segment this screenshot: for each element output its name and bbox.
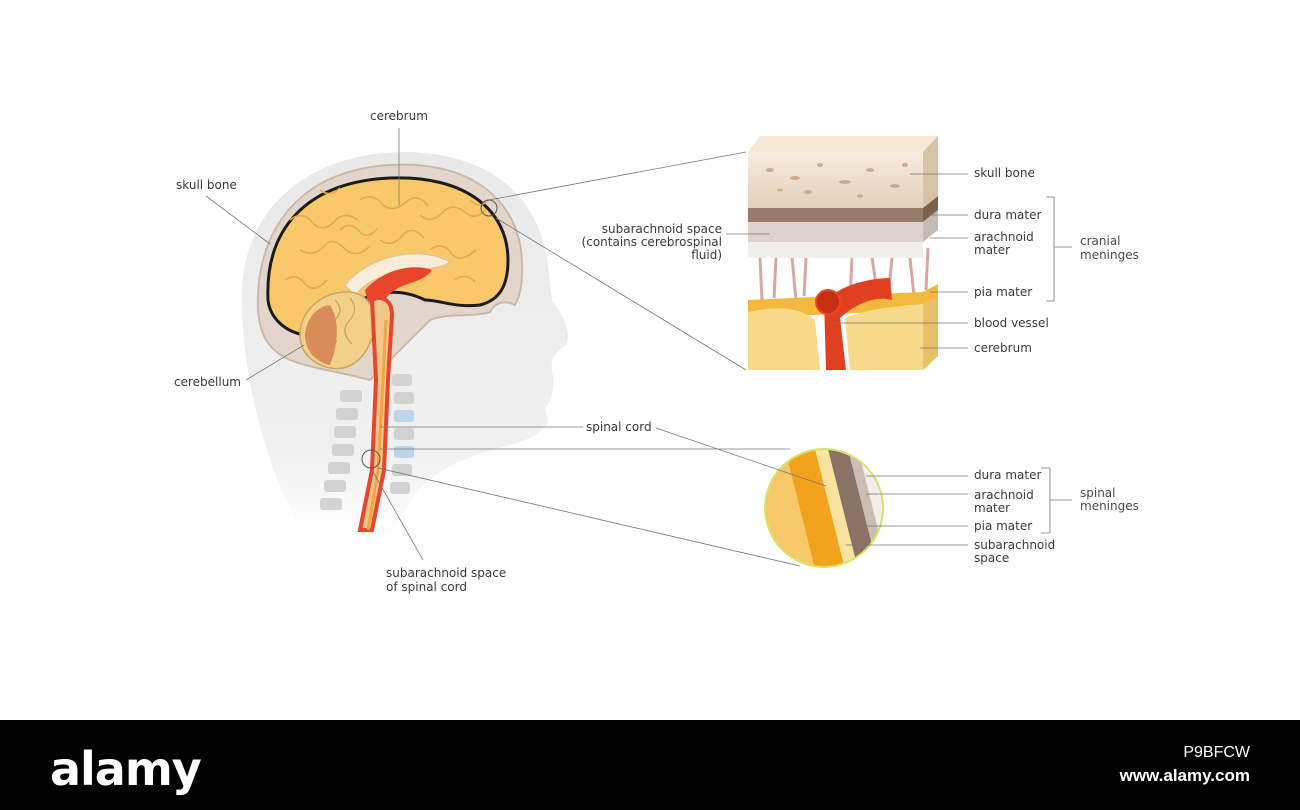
site-url[interactable]: www.alamy.com	[1120, 766, 1250, 786]
label-skull-bone: skull bone	[176, 179, 237, 192]
label-cerebrum: cerebrum	[370, 110, 428, 123]
label-spinal-pia-mater: pia mater	[974, 520, 1032, 533]
label-spinal-arachnoid-line2: mater	[974, 502, 1010, 515]
image-id: P9BFCW	[1183, 744, 1250, 762]
diagram-canvas	[0, 0, 1300, 720]
label-spinal-subarachnoid-line2: space	[974, 552, 1009, 565]
label-cranial-skull-bone: skull bone	[974, 167, 1035, 180]
label-cranial-dura-mater: dura mater	[974, 209, 1041, 222]
meninges-diagram: cerebrum skull bone cerebellum spinal co…	[0, 0, 1300, 720]
cranial-meninges-block	[748, 136, 938, 370]
label-subarachnoid-spinal-line2: of spinal cord	[386, 581, 467, 594]
label-cranial-cerebrum: cerebrum	[974, 342, 1032, 355]
label-subarachnoid-spinal-line1: subarachnoid space	[386, 567, 506, 580]
label-blood-vessel: blood vessel	[974, 317, 1049, 330]
stock-footer: alamy P9BFCW www.alamy.com	[0, 720, 1300, 810]
label-cranial-arachnoid-line2: mater	[974, 244, 1010, 257]
label-subarachnoid-cranial-line3: fluid)	[691, 249, 722, 262]
label-spinal-group-line2: meninges	[1080, 500, 1139, 513]
label-spinal-cord: spinal cord	[586, 421, 652, 434]
label-cranial-group-line1: cranial	[1080, 235, 1121, 248]
alamy-logo[interactable]: alamy	[50, 742, 201, 796]
label-cranial-pia-mater: pia mater	[974, 286, 1032, 299]
label-cranial-group-line2: meninges	[1080, 249, 1139, 262]
label-spinal-dura-mater: dura mater	[974, 469, 1041, 482]
label-cerebellum: cerebellum	[174, 376, 241, 389]
